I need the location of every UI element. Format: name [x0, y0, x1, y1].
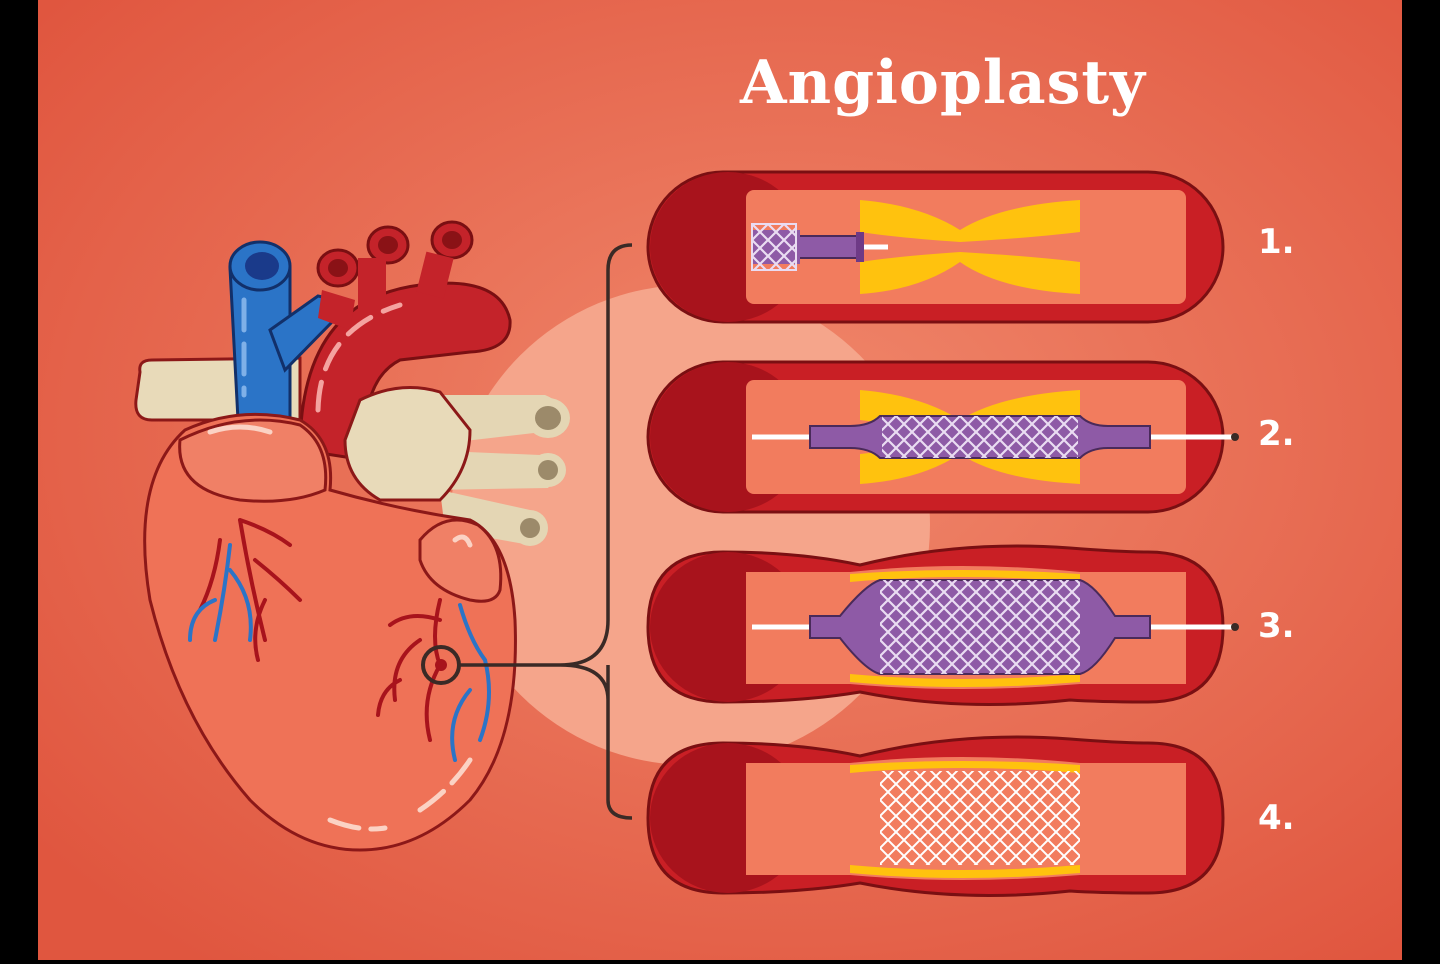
step-label-4: 4. [1258, 798, 1295, 838]
heart-body [143, 412, 517, 852]
deployed-stent [880, 771, 1080, 865]
coronary-arteries [188, 518, 491, 762]
page-title: Angioplasty [740, 48, 1146, 118]
step-label-3: 3. [1258, 606, 1295, 646]
step-label-1: 1. [1258, 222, 1295, 262]
vessel-step-2 [646, 360, 1239, 514]
step-label-2: 2. [1258, 414, 1295, 454]
vessel-step-3 [646, 544, 1239, 706]
heart [134, 220, 570, 852]
right-atrium [178, 418, 328, 503]
vessel-step-1 [646, 170, 1225, 324]
bracket-connector [459, 243, 633, 820]
vessel-step-4 [646, 735, 1225, 897]
left-auricle [418, 518, 503, 603]
fat-tissue-center [343, 386, 472, 502]
